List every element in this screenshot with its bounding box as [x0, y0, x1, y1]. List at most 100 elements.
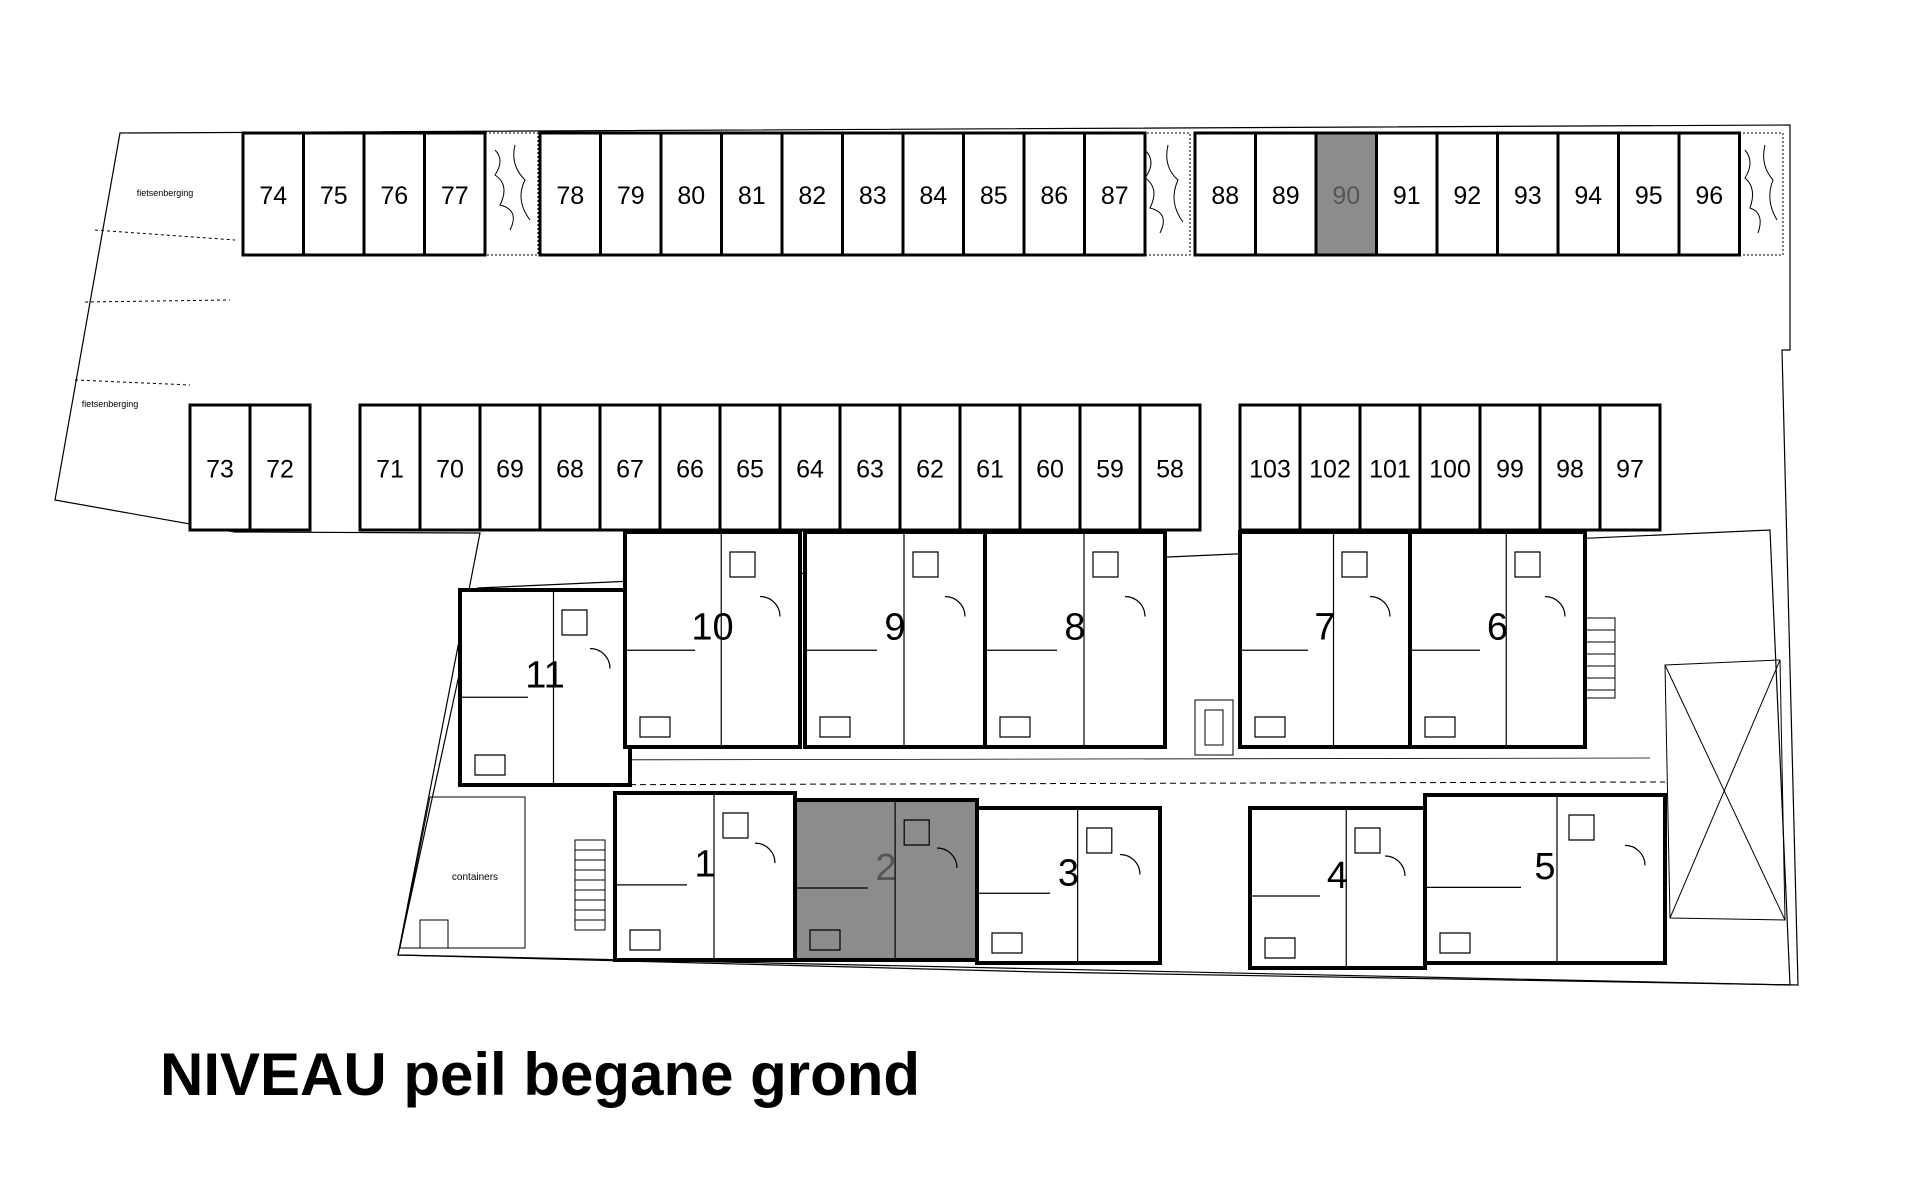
- storage-unit-label: 101: [1369, 456, 1411, 484]
- storage-unit-label: 100: [1429, 456, 1471, 484]
- storage-unit-label: 67: [616, 456, 644, 484]
- storage-unit: [720, 131, 784, 257]
- storage-unit-label: 59: [1096, 456, 1124, 484]
- storage-unit-label: 80: [677, 182, 705, 210]
- storage-unit-label: 88: [1211, 182, 1239, 210]
- storage-unit: [1617, 131, 1681, 257]
- storage-unit-label: 84: [919, 182, 947, 210]
- storage-unit: [1538, 403, 1602, 532]
- storage-unit-label: 77: [441, 182, 469, 210]
- storage-unit: [248, 403, 312, 532]
- apartment: [613, 791, 797, 962]
- apartment-walls: [805, 532, 966, 747]
- storage-unit-label: 103: [1249, 456, 1291, 484]
- storage-unit-label: 74: [259, 182, 287, 210]
- apartment: [1248, 806, 1427, 970]
- apartment-walls: [615, 793, 776, 960]
- storage-unit-label: 91: [1393, 182, 1421, 210]
- storage-unit-label: 66: [676, 456, 704, 484]
- storage-unit-label: 82: [798, 182, 826, 210]
- apartment-label: 3: [1058, 853, 1079, 895]
- storage-unit: [1435, 131, 1499, 257]
- storage-unit-label: 73: [206, 456, 234, 484]
- apartment-label: 8: [1064, 607, 1085, 649]
- site-outline: [54, 124, 1799, 986]
- storage-unit-label: 64: [796, 456, 824, 484]
- storage-unit-label: 85: [980, 182, 1008, 210]
- storage-unit: [778, 403, 842, 532]
- storage-unit: [901, 131, 965, 257]
- storage-unit: [418, 403, 482, 532]
- apartment-walls: [1425, 795, 1646, 963]
- storage-unit-label: 83: [859, 182, 887, 210]
- storage-unit-label: 61: [976, 456, 1004, 484]
- storage-unit-label: 87: [1101, 182, 1129, 210]
- storage-unit-label: 98: [1556, 456, 1584, 484]
- storage-unit: [423, 131, 487, 257]
- storage-unit: [1677, 131, 1741, 257]
- apartment-label: 5: [1534, 846, 1555, 888]
- storage-unit-label: 92: [1453, 182, 1481, 210]
- apartment-label: 2: [875, 847, 896, 889]
- apartment-label: 4: [1327, 855, 1348, 897]
- storage-unit-label: 94: [1574, 182, 1602, 210]
- storage-unit: [1138, 403, 1202, 532]
- storage-unit: [898, 403, 962, 532]
- storage-unit-label: 89: [1272, 182, 1300, 210]
- storage-unit-label: 62: [916, 456, 944, 484]
- storage-unit-label: 86: [1040, 182, 1068, 210]
- storage-unit: [478, 403, 542, 532]
- storage-unit-label: 93: [1514, 182, 1542, 210]
- storage-unit: [302, 131, 366, 257]
- storage-unit: [358, 403, 422, 532]
- storage-unit-label: 68: [556, 456, 584, 484]
- open-court: [1664, 659, 1786, 921]
- storage-unit: [1254, 131, 1318, 257]
- storage-unit: [841, 131, 905, 257]
- apartment: [803, 530, 987, 749]
- storage-unit-label: 65: [736, 456, 764, 484]
- containers-label: containers: [452, 872, 498, 883]
- apartment-walls: [1250, 808, 1406, 968]
- apartment-walls: [625, 532, 781, 747]
- bike-storage-area: [74, 229, 236, 386]
- storage-unit-label: 96: [1695, 182, 1723, 210]
- fietsenberging-label: fietsenberging: [82, 399, 139, 409]
- storage-unit-label: 81: [738, 182, 766, 210]
- apartment-walls: [1410, 532, 1566, 747]
- apartment-walls: [985, 532, 1146, 747]
- apartment: [975, 806, 1162, 965]
- storage-unit: [1314, 131, 1378, 257]
- apartment-label: 6: [1487, 607, 1508, 649]
- storage-unit: [1083, 131, 1147, 257]
- apartment-label: 1: [694, 844, 715, 886]
- storage-unit-label: 63: [856, 456, 884, 484]
- fietsenberging-label: fietsenberging: [137, 188, 194, 198]
- apartment: [1423, 793, 1667, 965]
- storage-unit-label: 70: [436, 456, 464, 484]
- apartment-label: 9: [884, 607, 905, 649]
- storage-unit-label: 99: [1496, 456, 1524, 484]
- storage-unit-label: 95: [1635, 182, 1663, 210]
- apartment: [983, 530, 1167, 749]
- apartment: [623, 530, 802, 749]
- storage-unit-label: 97: [1616, 456, 1644, 484]
- storage-unit-label: 72: [266, 456, 294, 484]
- storage-unit-label: 69: [496, 456, 524, 484]
- storage-unit: [1496, 131, 1560, 257]
- apartment-walls: [1240, 532, 1391, 747]
- storage-unit-label: 75: [320, 182, 348, 210]
- apartment: [1408, 530, 1587, 749]
- storage-unit: [1598, 403, 1662, 532]
- storage-unit-label: 90: [1332, 182, 1360, 210]
- apartment-label: 7: [1314, 607, 1335, 649]
- storage-unit: [241, 131, 305, 257]
- storage-unit-label: 79: [617, 182, 645, 210]
- page-title: NIVEAU peil begane grond: [160, 1041, 921, 1108]
- apartment-label: 10: [691, 607, 733, 649]
- storage-unit-label: 78: [556, 182, 584, 210]
- storage-unit: [1358, 403, 1422, 532]
